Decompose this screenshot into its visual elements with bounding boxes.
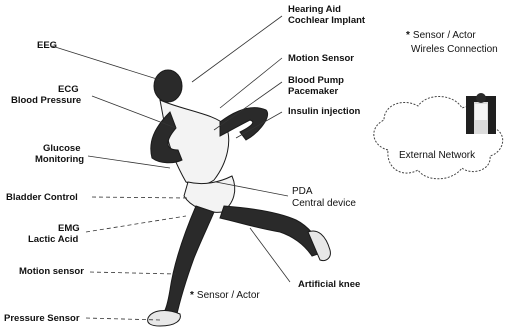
leader-lines xyxy=(52,16,290,320)
runner-front-leg xyxy=(220,206,324,256)
line-bloodpump xyxy=(214,82,282,130)
runner-back-leg xyxy=(162,206,214,318)
label-artificial-knee: Artificial knee xyxy=(298,279,360,290)
line-emg xyxy=(86,216,186,232)
legend-sensor-actor-top-text: Sensor / Actor xyxy=(413,30,476,41)
line-eeg xyxy=(52,46,160,80)
label-pacemaker: Pacemaker xyxy=(288,86,338,97)
legend-bullet-icon: * xyxy=(406,30,410,41)
label-pda: PDA xyxy=(292,186,313,197)
network-user-figure xyxy=(466,93,496,134)
legend-sensor-actor-bottom: *Sensor / Actor xyxy=(190,290,260,301)
legend-bullet-icon: * xyxy=(190,290,194,301)
legend-sensor-actor-top: *Sensor / Actor xyxy=(406,30,476,41)
line-hearing xyxy=(192,16,282,82)
label-bladder-control: Bladder Control xyxy=(6,192,78,203)
label-blood-pump: Blood Pump xyxy=(288,75,344,86)
line-motion-right xyxy=(220,58,282,108)
line-knee xyxy=(250,228,290,282)
label-cochlear-implant: Cochlear Implant xyxy=(288,15,365,26)
label-motion-sensor-right: Motion Sensor xyxy=(288,53,354,64)
label-pressure-sensor: Pressure Sensor xyxy=(4,313,80,324)
label-central-device: Central device xyxy=(292,198,356,209)
label-lactic-acid: Lactic Acid xyxy=(28,234,78,245)
label-hearing-aid: Hearing Aid xyxy=(288,4,341,15)
line-motion-left xyxy=(90,272,176,274)
label-monitoring: Monitoring xyxy=(35,154,84,165)
label-motion-sensor-left: Motion sensor xyxy=(19,266,84,277)
label-blood-pressure: Blood Pressure xyxy=(11,95,81,106)
label-glucose: Glucose xyxy=(43,143,81,154)
label-eeg: EEG xyxy=(37,40,57,51)
legend-wireless-connection: Wireles Connection xyxy=(411,44,498,55)
user-body xyxy=(475,104,487,120)
label-emg: EMG xyxy=(58,223,80,234)
line-bladder xyxy=(92,197,188,198)
label-insulin-injection: Insulin injection xyxy=(288,106,360,117)
user-head xyxy=(476,93,486,103)
label-ecg: ECG xyxy=(58,84,79,95)
runner-head xyxy=(154,70,182,102)
runner-back-shoe xyxy=(148,311,181,326)
external-network-label: External Network xyxy=(399,150,475,161)
legend-sensor-actor-bottom-text: Sensor / Actor xyxy=(197,290,260,301)
